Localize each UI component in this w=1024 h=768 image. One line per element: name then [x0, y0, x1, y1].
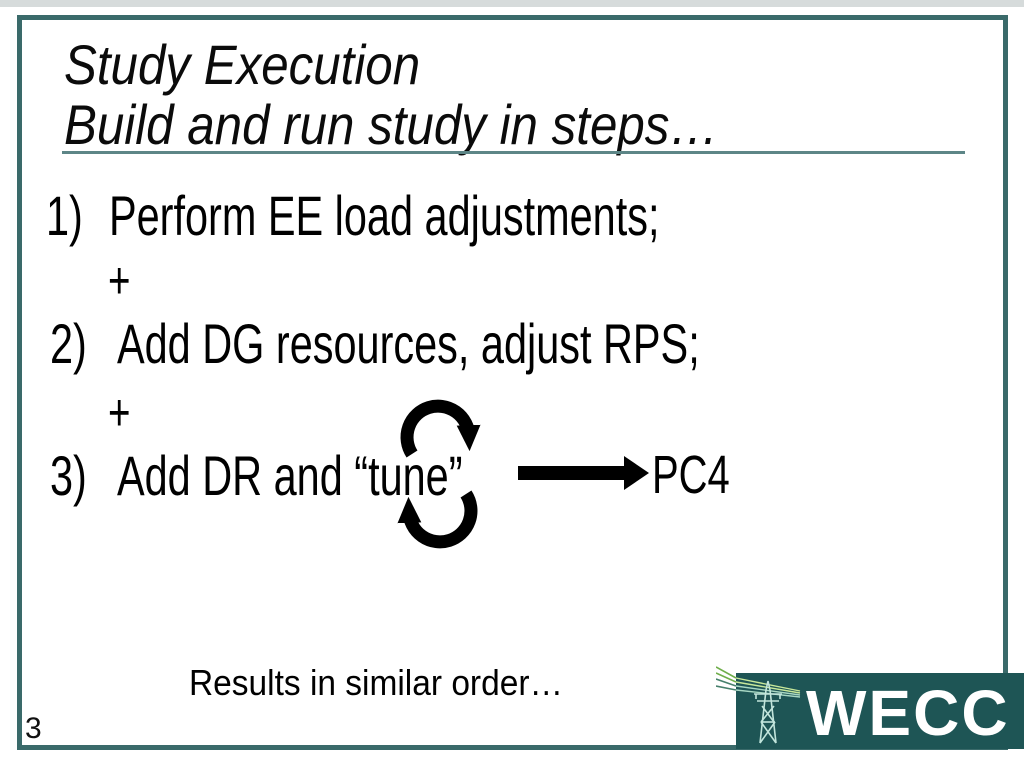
slide-title: Study Execution Build and run study in s…: [64, 35, 808, 155]
step-3-text: Add DR and “tune”: [117, 444, 463, 507]
title-underline: [62, 151, 965, 154]
slide-border: [17, 15, 1008, 750]
logo-text: WECC: [806, 677, 1010, 749]
title-line-1: Study Execution: [64, 33, 421, 96]
step-2-number: 2): [50, 312, 87, 375]
plus-separator-2: +: [108, 384, 131, 442]
step-3-number: 3): [50, 444, 87, 507]
transmission-tower-icon: [754, 680, 782, 744]
footer-note: Results in similar order…: [189, 662, 563, 703]
logo-background: [736, 673, 1024, 749]
cycle-arrows-icon: [392, 396, 492, 551]
screenshot-top-edge: [0, 0, 1024, 7]
step-2-text: Add DG resources, adjust RPS;: [117, 312, 700, 375]
step-1-text: Perform EE load adjustments;: [109, 184, 660, 247]
page-number: 3: [25, 712, 42, 745]
right-arrow-icon: [518, 455, 650, 491]
wecc-logo: WECC: [716, 648, 1024, 768]
step-1-number: 1): [46, 184, 83, 247]
flow-target-label: PC4: [652, 445, 730, 505]
plus-separator-1: +: [108, 252, 131, 310]
title-line-2: Build and run study in steps…: [64, 93, 719, 156]
